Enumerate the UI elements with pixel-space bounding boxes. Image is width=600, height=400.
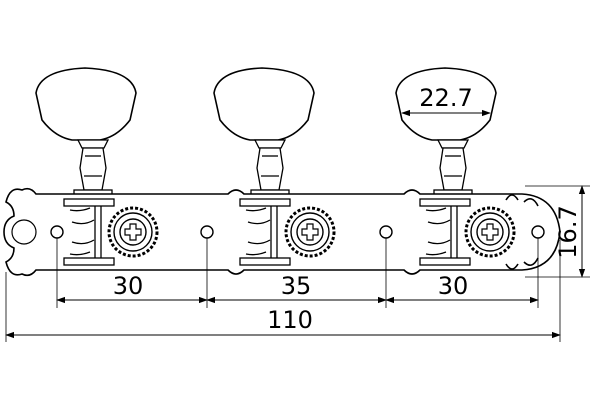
label-button-width: 22.7 [419, 84, 472, 112]
mounting-hole-1 [50, 225, 64, 239]
gear-wheel-left [107, 206, 159, 258]
label-spacing-left: 30 [113, 272, 144, 300]
label-plate-height: 16.7 [554, 205, 582, 258]
label-spacing-right: 30 [438, 272, 469, 300]
tuner-shaft-right [433, 139, 473, 197]
gear-wheel-middle [284, 206, 336, 258]
label-total-length: 110 [267, 306, 313, 334]
dimension-lines [5, 109, 586, 339]
mounting-hole-2 [200, 225, 214, 239]
tuner-shaft-left [73, 139, 113, 197]
tuner-button-middle [213, 67, 315, 141]
mounting-hole-3 [379, 225, 393, 239]
tuner-shaft-middle [250, 139, 290, 197]
mounting-hole-4 [531, 225, 545, 239]
gear-assembly-right [419, 198, 471, 266]
gear-assembly-left [63, 198, 115, 266]
gear-assembly-middle [239, 198, 291, 266]
gear-wheel-right [464, 206, 516, 258]
tuner-button-right [395, 67, 497, 141]
label-spacing-middle: 35 [281, 272, 312, 300]
plate-left-end [11, 219, 37, 245]
tuner-button-left [35, 67, 137, 141]
